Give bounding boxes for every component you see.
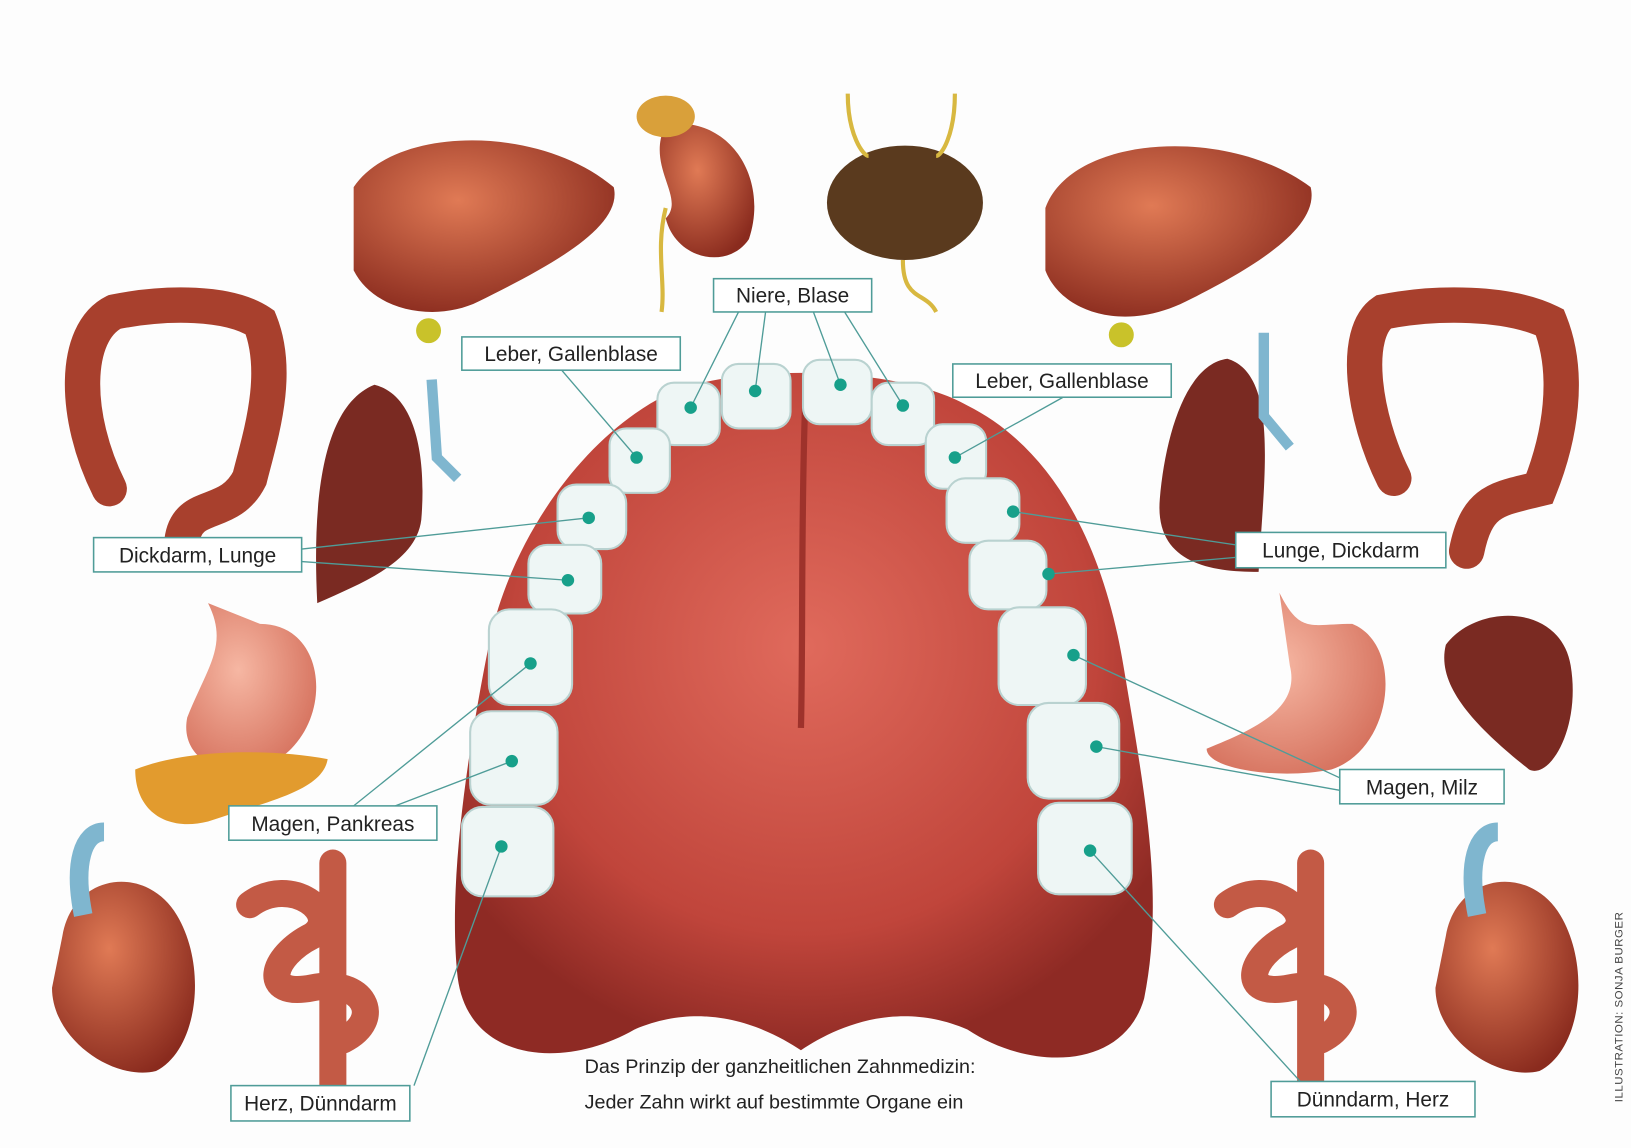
- label-text: Leber, Gallenblase: [975, 370, 1148, 393]
- organs: [52, 93, 1579, 1106]
- ureter: [658, 207, 668, 313]
- gallbladder-left: [416, 318, 442, 344]
- kidney: [659, 123, 755, 258]
- small-intestine-right: [1213, 849, 1357, 1095]
- palate-raphe: [797, 405, 809, 728]
- label-lunge-dickdarm: Lunge, Dickdarm: [1234, 531, 1447, 569]
- lung-left: [316, 384, 423, 604]
- colon-left: [64, 287, 287, 559]
- adrenal-gland: [636, 95, 695, 138]
- trachea-right: [1258, 332, 1294, 451]
- illustration-credit: ILLUSTRATION: SONJA BURGER: [1614, 912, 1626, 1103]
- label-text: Dickdarm, Lunge: [119, 545, 276, 568]
- pancreas: [135, 752, 328, 825]
- caption-line-1: Das Prinzip der ganzheitlichen Zahnmediz…: [585, 1056, 976, 1078]
- small-intestine-left: [236, 849, 379, 1106]
- caption-line-2: Jeder Zahn wirkt auf bestimmte Organe ei…: [585, 1091, 964, 1113]
- label-text: Magen, Milz: [1366, 776, 1478, 799]
- label-text: Leber, Gallenblase: [484, 343, 657, 366]
- label-magen-milz: Magen, Milz: [1338, 768, 1505, 805]
- lung-right: [1159, 358, 1265, 572]
- spleen: [1444, 615, 1573, 771]
- label-magen-pankreas: Magen, Pankreas: [228, 805, 438, 841]
- liver-right: [1045, 146, 1312, 317]
- label-dickdarm-lunge: Dickdarm, Lunge: [92, 536, 303, 573]
- label-duenndarm-herz: Dünndarm, Herz: [1270, 1080, 1476, 1118]
- trachea-left: [426, 379, 462, 483]
- heart-left: [52, 881, 195, 1073]
- label-leber-gallenblase-right: Leber, Gallenblase: [952, 363, 1173, 399]
- colon-right: [1346, 287, 1579, 569]
- label-text: Dünndarm, Herz: [1297, 1088, 1450, 1111]
- aorta-left: [69, 822, 106, 917]
- bladder-ureters: [845, 93, 957, 314]
- connector-lines: [301, 311, 1341, 1086]
- liver-left: [353, 140, 615, 312]
- stomach-right: [1206, 592, 1386, 774]
- gallbladder-right: [1108, 322, 1134, 348]
- label-text: Niere, Blase: [736, 285, 849, 308]
- label-herz-duenndarm: Herz, Dünndarm: [230, 1084, 411, 1122]
- label-text: Lunge, Dickdarm: [1262, 539, 1419, 562]
- label-text: Herz, Dünndarm: [244, 1093, 397, 1116]
- bladder: [826, 145, 983, 260]
- label-niere-blase: Niere, Blase: [712, 277, 873, 313]
- tooth-markers: [495, 378, 1103, 857]
- label-text: Magen, Pankreas: [251, 813, 414, 836]
- label-leber-gallenblase-left: Leber, Gallenblase: [461, 336, 682, 371]
- stomach-left: [186, 603, 317, 771]
- aorta-right: [1463, 822, 1500, 917]
- heart-right: [1435, 881, 1579, 1073]
